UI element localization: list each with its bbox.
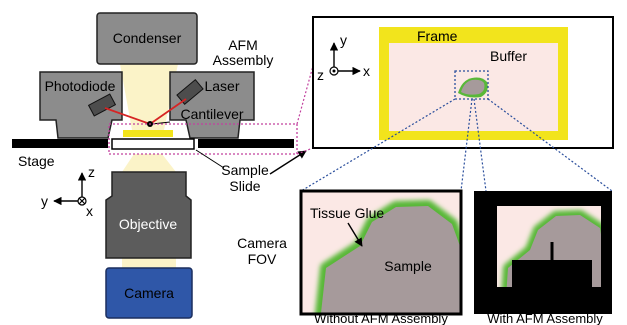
tissue-glue-pointer (347, 222, 363, 247)
fov-guide-right (487, 98, 613, 192)
buffer-label: Buffer (490, 48, 527, 64)
afm-shadow (497, 260, 603, 308)
fov-with-afm (474, 191, 612, 314)
tissue-glue-label: Tissue Glue (310, 205, 384, 221)
sample-slide-pointer (195, 149, 225, 169)
with-afm-caption: With AFM Assembly (487, 311, 603, 325)
stage-right (198, 139, 294, 148)
sample-slide-label-1: Sample (221, 162, 269, 178)
side-axis-x: x (86, 203, 93, 219)
side-axis-y: y (41, 193, 48, 209)
illumination-beam-upper (120, 64, 178, 130)
top-axis-x: x (363, 63, 370, 79)
fov-sample-label: Sample (384, 258, 432, 274)
objective-label: Objective (119, 216, 178, 232)
sample-to-topview-arrow (269, 150, 307, 175)
zoom-guide-upper (296, 65, 314, 125)
camera-fov-label-1: Camera (237, 235, 287, 251)
side-view-axes: z y x (41, 164, 95, 219)
laser-label: Laser (204, 78, 239, 94)
photodiode-label: Photodiode (45, 78, 116, 94)
afm-assembly-label-2: Assembly (213, 52, 274, 68)
afm-assembly-label-1: AFM (228, 37, 258, 53)
zoom-guide-lower (296, 147, 314, 155)
without-afm-caption: Without AFM Assembly (314, 311, 448, 325)
fov-sample-region (320, 206, 461, 314)
stage-label: Stage (18, 153, 55, 169)
top-axis-y: y (340, 32, 347, 48)
camera-label: Camera (124, 285, 174, 301)
frame-label: Frame (417, 28, 458, 44)
fov-without-afm (299, 189, 463, 316)
photodiode-housing (39, 71, 123, 139)
top-view-axes: y z x (317, 32, 370, 83)
illumination-beam-lower (122, 154, 176, 172)
condenser-label: Condenser (113, 30, 182, 46)
stage-left (12, 139, 108, 148)
top-view-sample (461, 79, 485, 95)
condenser-box (96, 12, 198, 65)
fov-guide-mid-left (460, 98, 473, 192)
camera-fov-label-2: FOV (248, 251, 277, 267)
sample-slide-label-2: Slide (229, 178, 260, 194)
cantilever-label: Cantilever (180, 106, 243, 122)
photodiode-sensor (87, 93, 117, 117)
camera-box (105, 267, 193, 319)
top-axis-z: z (317, 67, 324, 83)
side-axis-z: z (88, 164, 95, 180)
laser-emitter (176, 78, 204, 106)
sample-frame-side (123, 130, 173, 137)
fov-guide-mid-right (473, 98, 487, 192)
objective-to-camera-beam (122, 258, 176, 268)
objective-box (105, 171, 192, 259)
sample-slide-side (111, 138, 195, 150)
fov-guide-left (300, 98, 456, 192)
